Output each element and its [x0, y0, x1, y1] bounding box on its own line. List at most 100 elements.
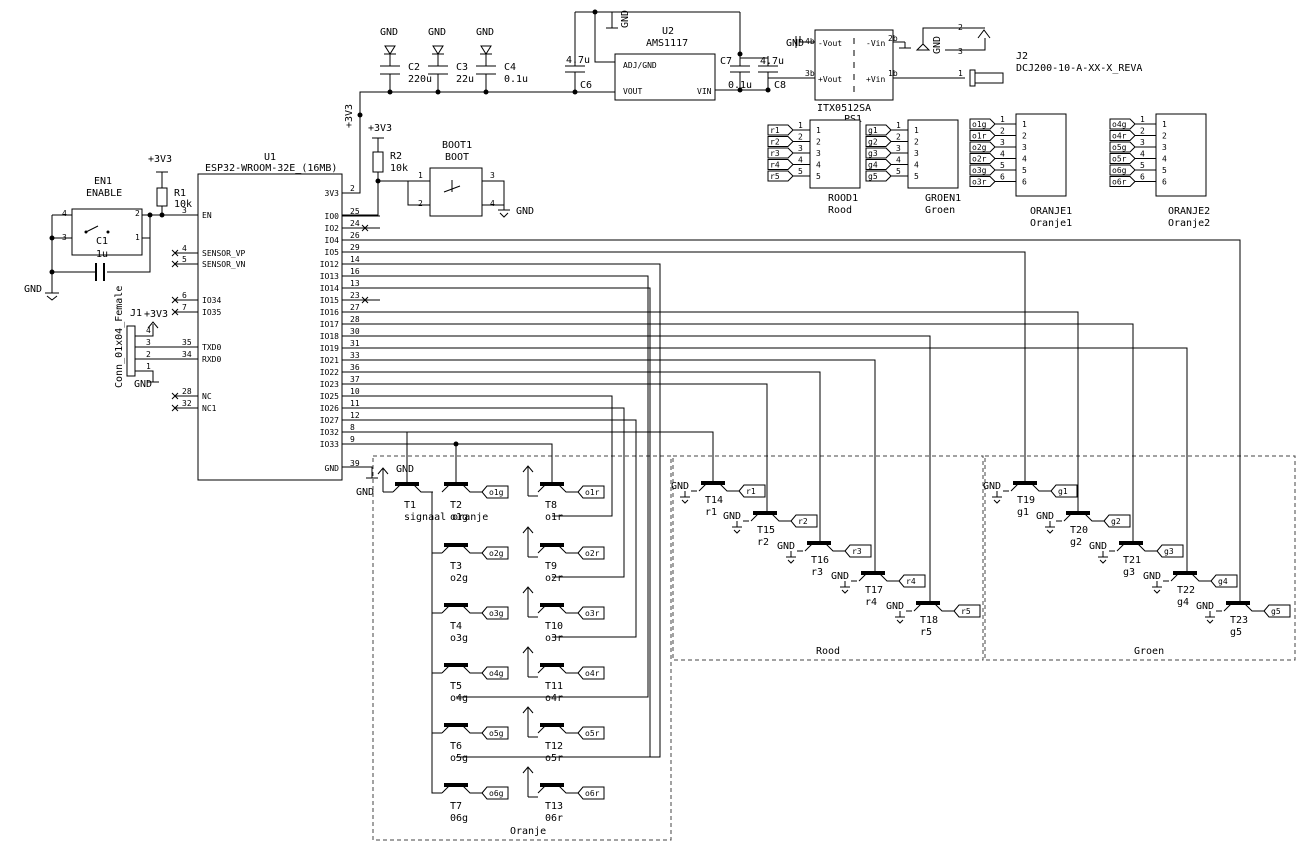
- group-box-oranje: [372, 455, 672, 841]
- en1-switch[interactable]: EN1 ENABLE 4 3 2 1: [62, 176, 143, 256]
- u1-pin-number: 4: [182, 244, 187, 253]
- svg-text:5: 5: [1140, 161, 1145, 170]
- transistor-value: r3: [811, 567, 823, 578]
- net-label-tag: [577, 485, 605, 499]
- ps1-converter[interactable]: -Vout +Vout -Vin +Vin 4b 3b 2b 1b ITX051…: [805, 29, 898, 125]
- io-wire: [380, 431, 714, 483]
- u1-pin-number: 5: [182, 255, 187, 264]
- svg-text:3: 3: [146, 338, 151, 347]
- j1-connector[interactable]: Conn_01x04_Female J1 4 3 2 1: [114, 286, 151, 388]
- transistor-ref: T1: [404, 500, 416, 511]
- u1-pin-name: IO16: [320, 308, 339, 317]
- connector-value: Groen: [925, 205, 955, 216]
- c1-capacitor[interactable]: C1 1u: [95, 236, 108, 281]
- connector-ref: ROOD1: [828, 193, 858, 204]
- net-label-tag: [1109, 141, 1136, 153]
- u1-pin-number: 25: [350, 207, 360, 216]
- c2-capacitor[interactable]: C2 220u GND: [380, 27, 432, 92]
- net-label-tag: [1109, 153, 1136, 164]
- u1-pin-number: 7: [182, 303, 187, 312]
- connector-value: Rood: [828, 205, 852, 216]
- net-label: r4: [906, 577, 916, 586]
- io-wire: [380, 263, 661, 758]
- net-label: o1r: [972, 132, 987, 141]
- svg-text:1: 1: [1000, 115, 1005, 124]
- svg-text:1: 1: [958, 69, 963, 78]
- u2-regulator[interactable]: U2 AMS1117 ADJ/GND VOUT VIN: [614, 26, 716, 101]
- svg-text:4: 4: [62, 209, 67, 218]
- net-label-tag: [1109, 118, 1136, 130]
- net-label: o3r: [585, 609, 600, 618]
- transistor-ref: T2: [450, 500, 462, 511]
- r2-resistor[interactable]: R2 10k: [372, 151, 408, 174]
- u1-pin-name: IO4: [325, 236, 340, 245]
- c4-capacitor[interactable]: C4 0.1u GND: [476, 27, 528, 92]
- u1-pin-name: IO33: [320, 440, 339, 449]
- transistor-value: g3: [1123, 567, 1135, 578]
- net-label-tag: [898, 574, 926, 588]
- c4-ref: C4: [504, 62, 516, 73]
- net-label-tag: [481, 485, 509, 499]
- u1-pin-name: NC: [202, 392, 212, 401]
- transistor-value: g4: [1177, 597, 1189, 608]
- net-label: r5: [961, 607, 971, 616]
- gnd-label-j2: GND: [932, 36, 943, 54]
- io-wire: [380, 347, 1188, 573]
- u1-pin-number: 26: [350, 231, 360, 240]
- j2-dc-jack[interactable]: J2 DCJ200-10-A-XX-X_REVA: [969, 51, 1142, 87]
- u1-pin-number: 9: [350, 435, 355, 444]
- net-label: o2g: [489, 549, 504, 558]
- svg-text:5: 5: [1162, 166, 1167, 175]
- c4-value: 0.1u: [504, 74, 528, 85]
- u1-pin-name: TXD0: [202, 343, 221, 352]
- svg-text:6: 6: [1022, 178, 1027, 187]
- transistor-ref: T4: [450, 621, 462, 632]
- boot1-switch[interactable]: BOOT1 BOOT 1 2 3 4: [418, 140, 495, 217]
- gnd-label-transistor: GND: [777, 541, 795, 552]
- svg-text:2: 2: [1140, 127, 1145, 136]
- c2-value: 220u: [408, 74, 432, 85]
- u1-pin-name: IO18: [320, 332, 339, 341]
- c3-capacitor[interactable]: C3 22u GND: [428, 27, 474, 92]
- gnd-label-transistor: GND: [1089, 541, 1107, 552]
- c6-capacitor[interactable]: 4.7u C6: [565, 12, 592, 92]
- u1-pin-number: 32: [182, 399, 192, 408]
- u1-esp32[interactable]: U1 ESP32-WROOM-32E_(16MB): [197, 152, 343, 481]
- gnd-label-ps1: GND: [786, 38, 804, 49]
- u1-pin-name: GND: [325, 464, 340, 473]
- j2-value: DCJ200-10-A-XX-X_REVA: [1016, 63, 1142, 74]
- transistor-ref: T22: [1177, 585, 1195, 596]
- net-label-tag: [865, 124, 892, 136]
- transistor-value: o5g: [450, 753, 468, 764]
- io-wire: [380, 431, 408, 484]
- u1-pin-name: NC1: [202, 404, 217, 413]
- svg-text:4: 4: [1022, 155, 1027, 164]
- j1-ref: J1: [130, 308, 142, 319]
- v33-label-j1: +3V3: [144, 309, 168, 320]
- net-label-tag: [481, 726, 509, 740]
